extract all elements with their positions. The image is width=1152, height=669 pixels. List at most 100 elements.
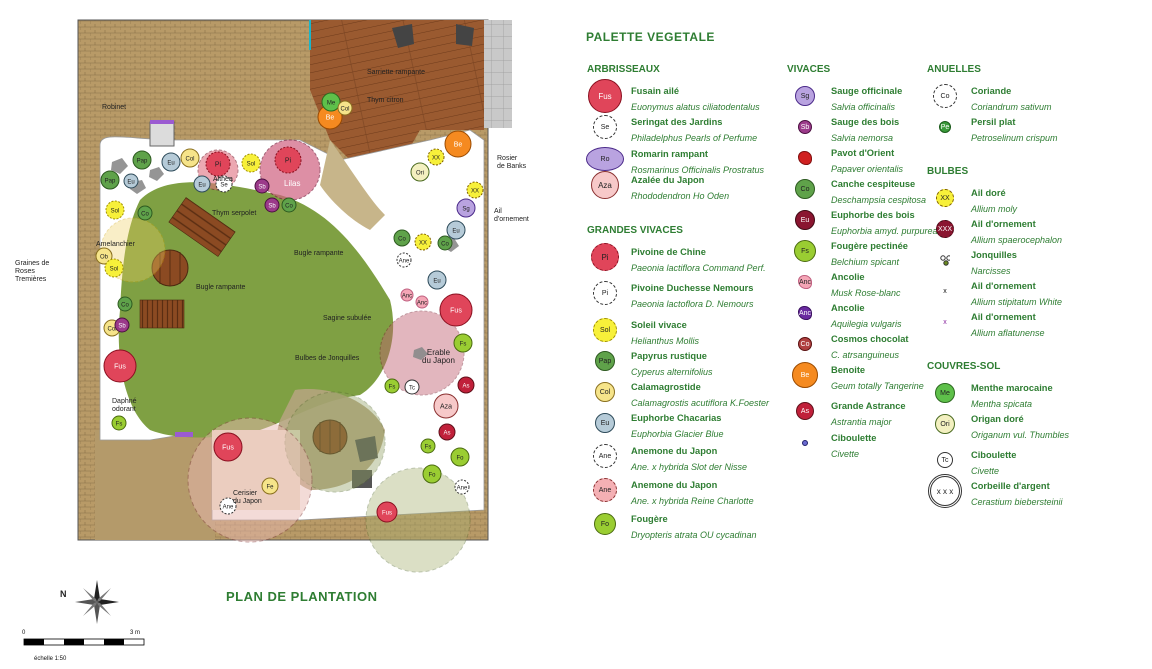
plant-name: Pavot d'Orient [831, 148, 895, 158]
circle-green-small-icon: Pe [939, 121, 951, 133]
plan-label-jonquilles: Bulbes de Jonquilles [295, 355, 360, 362]
category-heading: COUVRES-SOL [927, 361, 1001, 372]
plant-code: Co [121, 303, 129, 309]
plant-symbol: Sg [456, 198, 476, 218]
plant-latin-name: Mentha spicata [971, 399, 1033, 409]
plant-latin-name: Dryopteris atrata OU cycadinan [631, 530, 757, 540]
plant-name: Menthe marocaine [971, 383, 1053, 393]
plant-symbol: Fs [384, 378, 400, 394]
plan-label-graines: Graines de Roses Tremières [15, 260, 50, 283]
palette-title: PALETTE VEGETALE [586, 30, 715, 44]
plant-latin-name: Musk Rose-blanc [831, 288, 901, 298]
plan-label-lilas: Lilas [284, 179, 301, 188]
plant-code: Aza [440, 404, 452, 411]
plant-latin-name: Civette [971, 466, 1000, 476]
plant-symbol: As [457, 376, 475, 394]
category-heading: BULBES [927, 166, 969, 177]
cross-black-icon: x [943, 287, 947, 295]
plant-code: Pi [285, 158, 292, 165]
plant-name: Ail d'ornement [971, 219, 1036, 229]
plant-symbol: Eu [193, 175, 211, 193]
plant-symbol: Sb [114, 317, 130, 333]
plant-symbol: Eu [161, 152, 181, 172]
plant-name: Persil plat [971, 117, 1016, 127]
plant-latin-name: Calamagrostis acutiflora K.Foester [631, 398, 770, 408]
plant-symbol: Fo [422, 464, 442, 484]
plant-code: Eu [198, 183, 205, 189]
circle-light-yellow-icon: Col [595, 382, 615, 402]
plant-code: XX [471, 189, 479, 195]
scale-end: 3 m [130, 630, 141, 636]
circle-dashed-white-icon: Ane [593, 444, 617, 468]
plant-latin-name: Ane. x hybrida Reine Charlotte [631, 496, 754, 506]
plan-title: PLAN DE PLANTATION [226, 589, 378, 604]
plant-name: Origan doré [971, 414, 1024, 424]
scale-bar [23, 638, 145, 646]
plant-code: Be [326, 115, 335, 122]
plant-latin-name: Ane. x hybrida Slot der Nisse [631, 462, 748, 472]
plant-symbol: Col [337, 100, 353, 116]
plant-name: Fougère pectinée [831, 241, 908, 251]
circle-brown-icon: Co [798, 337, 812, 351]
plant-code: Sb [118, 324, 126, 330]
plant-latin-name: Rosmarinus Officinalis Prostratus [631, 165, 765, 175]
plant-symbol: Aza [433, 393, 459, 419]
plant-symbol: Col [180, 148, 200, 168]
plant-symbol: Anc [400, 288, 414, 302]
plant-name: Calamagrostide [631, 382, 701, 392]
plant-code: Anc [402, 294, 412, 300]
circle-dashed-white-icon: Co [933, 84, 957, 108]
circle-yellow-icon: Sol [593, 318, 617, 342]
plant-name: Euphorbe Chacarias [631, 413, 722, 423]
plant-name: Sauge des bois [831, 117, 900, 127]
plant-latin-name: Paeonia lactoflora D. Nemours [631, 299, 754, 309]
plant-code: Pap [137, 159, 148, 165]
plant-symbol: Eu [427, 270, 447, 290]
plant-symbol: Sol [105, 200, 125, 220]
plant-name: Fougère [631, 514, 668, 524]
plant-symbol: Ane [219, 497, 237, 515]
circle-blue-grey-icon: Eu [595, 413, 615, 433]
circle-green-icon: Co [795, 179, 815, 199]
plant-symbol: Sol [104, 258, 124, 278]
circle-lime-icon: Fo [594, 513, 616, 535]
circle-pink-icon: Aza [591, 171, 619, 199]
plant-code: Ane [399, 259, 410, 265]
plant-code: Sg [462, 207, 469, 213]
circle-lime-icon: Fs [794, 240, 816, 262]
plant-latin-name: Euonymus alatus ciliatodentalus [631, 102, 760, 112]
plant-name: Euphorbe des bois [831, 210, 915, 220]
plant-code: Tc [409, 386, 415, 392]
plan-label-thym_citron: Thym citron [367, 97, 404, 104]
plant-name: Benoite [831, 365, 866, 375]
plant-code: As [462, 384, 469, 390]
plant-name: Soleil vivace [631, 320, 687, 330]
plant-symbol: Co [281, 197, 297, 213]
circle-green-bright-icon: Me [935, 383, 955, 403]
plant-code: Col [185, 157, 194, 163]
plant-symbol: Ane [396, 252, 412, 268]
circle-dashed-white-icon: Pi [593, 281, 617, 305]
plant-symbol: Fus [213, 432, 243, 462]
plant-name: Ciboulette [971, 450, 1017, 460]
plant-code: Eu [167, 161, 174, 167]
north-arrow [75, 580, 119, 624]
plant-symbol: Pap [100, 170, 120, 190]
plant-latin-name: Allium aflatunense [971, 328, 1045, 338]
plant-code: XX [419, 241, 427, 247]
plant-code: Sb [258, 185, 266, 191]
plant-name: Ancolie [831, 272, 865, 282]
circle-lavender-icon: Sg [795, 86, 815, 106]
